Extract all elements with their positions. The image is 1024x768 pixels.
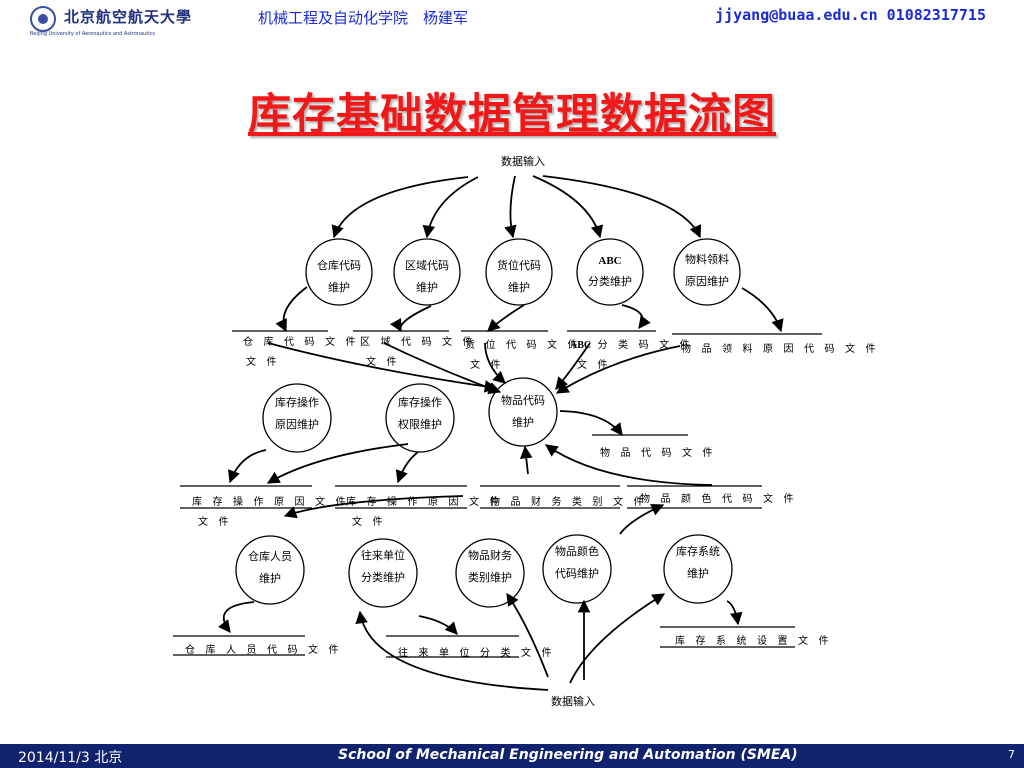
process-warehouse-code-maintenance: 仓库代码维护 — [317, 260, 361, 294]
process-circle-issue-reason — [673, 238, 741, 306]
store-inv-system-file: 库 存 系 统 设 置 文 件 — [675, 636, 833, 647]
university-logo: 北京航空航天大學 Beijing University of Aeronauti… — [30, 4, 210, 38]
process-circle-item-color — [542, 534, 612, 604]
footer-school-name: School of Mechanical Engineering and Aut… — [338, 747, 798, 763]
process-abc-text: 分类维护 — [588, 276, 632, 288]
store-inv-op-reason-file: 库 存 操 作 原 因 文 件 — [192, 497, 350, 508]
process-circle-inv-op-permission — [385, 383, 455, 453]
process-item-fin-class-maintenance: 物品财务类别维护 — [468, 550, 512, 584]
process-circle-location-code — [485, 238, 553, 306]
process-warehouse-staff-maintenance: 仓库人员维护 — [248, 551, 292, 585]
process-inv-system-maintenance: 库存系统维护 — [676, 546, 720, 580]
logo-chinese-name: 北京航空航天大學 — [64, 8, 193, 26]
process-circle-region-code — [393, 238, 461, 306]
store-warehouse-staff-file: 仓 库 人 员 代 码 文 件 — [185, 645, 343, 656]
process-inv-op-permission-maintenance: 库存操作权限维护 — [398, 397, 442, 431]
source-data-input-top: 数据输入 — [501, 156, 545, 168]
slide-title: 库存基础数据管理数据流图 — [248, 90, 776, 140]
process-item-code-maintenance: 物品代码维护 — [501, 395, 545, 429]
process-circle-inv-system — [663, 534, 733, 604]
store-abc-class-file-line2: 文 件 — [577, 360, 612, 371]
flow-arrows — [218, 175, 784, 691]
store-location-code-file: 货 位 代 码 文 件 — [465, 340, 582, 351]
store-inv-op-permission-file: 库 存 操 作 原 因 文 件 — [346, 497, 504, 508]
process-circle-inv-op-reason — [262, 383, 332, 453]
process-abc-class-maintenance: ABC 分类维护 — [588, 251, 632, 293]
footer-bar: 2014/11/3 北京 School of Mechanical Engine… — [0, 744, 1024, 768]
store-inv-op-permission-file-line2: 文 件 — [352, 517, 387, 528]
process-abc-title: ABC — [598, 255, 622, 267]
header-contact: jjyang@buaa.edu.cn 01082317715 — [715, 6, 986, 24]
store-item-code-file: 物 品 代 码 文 件 — [600, 448, 717, 459]
store-partner-class-file: 往 来 单 位 分 类 文 件 — [398, 648, 556, 659]
store-region-code-file-line2: 文 件 — [366, 357, 401, 368]
logo-english-name: Beijing University of Aeronautics and As… — [30, 31, 156, 37]
source-data-input-bottom: 数据输入 — [551, 696, 595, 708]
store-abc-class-file: ABC 分 类 码 文 件 — [570, 336, 694, 351]
footer-page-number: 7 — [1008, 748, 1015, 761]
store-item-color-file: 物 品 颜 色 代 码 文 件 — [640, 494, 798, 505]
store-abc-text: 分 类 码 文 件 — [591, 340, 694, 351]
store-inv-op-reason-file-line2: 文 件 — [198, 517, 233, 528]
footer-date-location: 2014/11/3 北京 — [18, 750, 123, 766]
process-circle-partner-class — [348, 538, 418, 608]
store-location-code-file-line2: 文 件 — [470, 360, 505, 371]
process-circle-warehouse-code — [305, 238, 373, 306]
process-circle-item-fin-class — [455, 538, 525, 608]
university-emblem-icon — [30, 6, 56, 32]
store-issue-reason-file: 物 品 领 料 原 因 代 码 文 件 — [681, 344, 880, 355]
process-circles — [235, 238, 741, 608]
header-school-author: 机械工程及自动化学院 杨建军 — [258, 9, 469, 27]
process-circle-warehouse-staff — [235, 535, 305, 605]
header-bar: 北京航空航天大學 Beijing University of Aeronauti… — [0, 0, 1024, 40]
process-issue-reason-maintenance: 物料领料原因维护 — [685, 254, 729, 288]
store-abc-prefix: ABC — [570, 340, 592, 351]
store-item-fin-class-file: 物 品 财 务 类 别 文 件 — [490, 497, 648, 508]
process-circle-abc-class — [576, 238, 644, 306]
process-location-code-maintenance: 货位代码维护 — [497, 260, 541, 294]
store-warehouse-code-file-line2: 文 件 — [246, 357, 281, 368]
process-region-code-maintenance: 区域代码维护 — [405, 260, 449, 294]
store-region-code-file: 区 域 代 码 文 件 — [360, 337, 477, 348]
store-warehouse-code-file: 仓 库 代 码 文 件 — [243, 337, 360, 348]
process-partner-class-maintenance: 往来单位分类维护 — [361, 550, 405, 584]
process-item-color-maintenance: 物品颜色代码维护 — [555, 546, 599, 580]
process-inv-op-reason-maintenance: 库存操作原因维护 — [275, 397, 319, 431]
